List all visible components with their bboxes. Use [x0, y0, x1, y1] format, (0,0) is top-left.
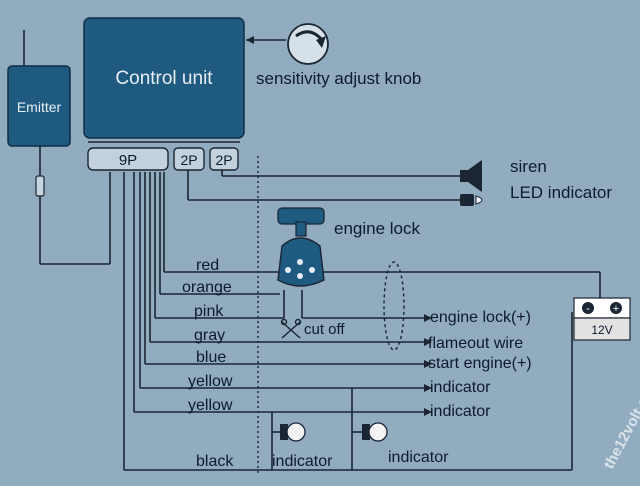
emitter-label: Emitter [17, 99, 62, 115]
battery-voltage: 12V [591, 323, 612, 337]
bulb-left-label: indicator [272, 453, 333, 470]
connector-2p-a-label: 2P [180, 152, 197, 168]
wire-yellow1-label: yellow [188, 373, 233, 390]
wire-orange-label: orange [182, 279, 232, 296]
wire-gray-label: gray [194, 327, 225, 344]
wire-red-label: red [196, 257, 219, 274]
wire-blue-label: blue [196, 349, 226, 366]
connector-2p-a [173, 147, 205, 171]
start-engine-label: start engine(+) [428, 355, 532, 372]
arrowheads [246, 36, 432, 416]
scissors-icon [280, 318, 302, 339]
emitter-box [7, 65, 71, 147]
connector-9p [87, 147, 169, 171]
bulb-right-label: indicator [388, 449, 449, 466]
indicator2-label: indicator [430, 403, 491, 420]
cut-off-label: cut off [304, 321, 345, 338]
knob-label: sensitivity adjust knob [256, 69, 421, 88]
engine-lock-icon [277, 207, 325, 287]
connection-labels: engine lock(+) cut off flameout wire sta… [272, 309, 532, 470]
battery-12v-icon [573, 297, 631, 341]
wire-black-label: black [196, 453, 234, 470]
wire-pink-label: pink [194, 303, 224, 320]
indicator-bulb-right-icon [362, 422, 388, 442]
engine-lock-plus-label: engine lock(+) [430, 309, 531, 326]
connector-2p-b [209, 147, 239, 171]
flameout-label: flameout wire [428, 335, 523, 352]
led-indicator-icon [460, 194, 483, 206]
wire-labels: red orange pink gray blue yellow yellow … [182, 257, 234, 470]
siren-icon [460, 160, 482, 192]
engine-lock-label: engine lock [334, 219, 421, 238]
watermark-text: the12volt.com [601, 375, 640, 472]
connector-9p-label: 9P [119, 152, 137, 169]
control-unit-label: Control unit [115, 68, 213, 89]
sensitivity-knob-icon [287, 23, 329, 65]
battery-minus: - [586, 303, 590, 315]
wire-group-ellipse [383, 261, 405, 351]
siren-label: siren [510, 157, 547, 176]
connector-2p-b-label: 2P [215, 152, 232, 168]
wire-yellow2-label: yellow [188, 397, 233, 414]
indicator-bulb-left-icon [280, 422, 306, 442]
indicator1-label: indicator [430, 379, 491, 396]
battery-plus: + [613, 303, 619, 315]
led-label: LED indicator [510, 183, 612, 202]
fuse-icon [35, 175, 45, 197]
control-unit-box [83, 17, 245, 139]
wire-lines [23, 30, 601, 471]
